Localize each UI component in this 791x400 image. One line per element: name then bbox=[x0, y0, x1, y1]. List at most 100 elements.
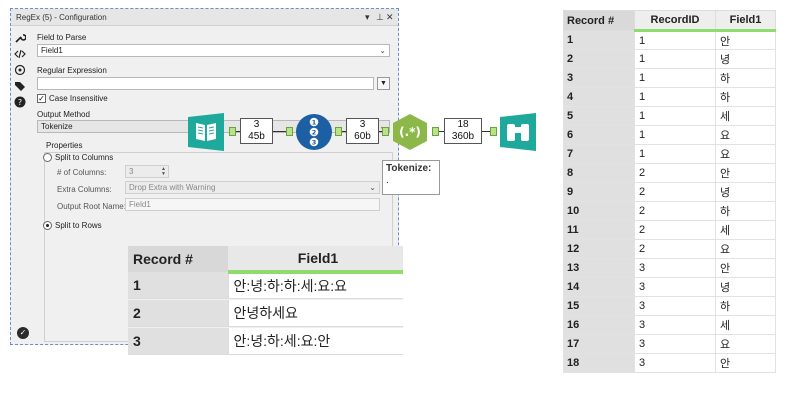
field1-cell[interactable]: 녕 bbox=[715, 49, 776, 69]
recordid-cell[interactable]: 1 bbox=[634, 68, 716, 88]
recordid-cell[interactable]: 3 bbox=[634, 258, 716, 278]
record-id-tool[interactable]: 1 2 3 bbox=[296, 113, 332, 151]
field1-cell[interactable]: 요 bbox=[715, 144, 776, 164]
annotation-icon[interactable] bbox=[14, 64, 26, 76]
browse-tool[interactable] bbox=[500, 113, 536, 151]
regex-input[interactable] bbox=[37, 77, 374, 90]
recordid-cell[interactable]: 1 bbox=[634, 49, 716, 69]
field1-cell[interactable]: 녕 bbox=[715, 277, 776, 297]
pin-icon[interactable]: ⊥ bbox=[376, 12, 384, 22]
record-number-cell[interactable]: 12 bbox=[563, 239, 635, 259]
wrench-icon[interactable] bbox=[14, 32, 27, 44]
results-header-recordid[interactable]: RecordID bbox=[634, 10, 716, 32]
record-number-cell[interactable]: 11 bbox=[563, 220, 635, 240]
recordid-cell[interactable]: 2 bbox=[634, 201, 716, 221]
field1-cell[interactable]: 녕 bbox=[715, 182, 776, 202]
recordid-cell[interactable]: 2 bbox=[634, 239, 716, 259]
field1-cell[interactable]: 요 bbox=[715, 334, 776, 354]
input-anchor[interactable] bbox=[382, 127, 389, 136]
record-number-cell[interactable]: 5 bbox=[563, 106, 635, 126]
input-anchor[interactable] bbox=[286, 127, 293, 136]
recordid-cell[interactable]: 1 bbox=[634, 30, 716, 50]
input-anchor[interactable] bbox=[490, 127, 497, 136]
extra-columns-select[interactable]: Drop Extra with Warning ⌄ bbox=[125, 181, 380, 194]
recordid-cell[interactable]: 3 bbox=[634, 277, 716, 297]
recordid-cell[interactable]: 3 bbox=[634, 353, 716, 373]
output-root-name-input[interactable]: Field1 bbox=[125, 198, 380, 211]
field1-cell[interactable]: 하 bbox=[715, 201, 776, 221]
field1-cell[interactable]: 안 bbox=[715, 30, 776, 50]
recordid-cell[interactable]: 3 bbox=[634, 315, 716, 335]
field1-cell[interactable]: 요 bbox=[715, 239, 776, 259]
field1-cell[interactable]: 안 bbox=[715, 163, 776, 183]
split-to-columns-radio[interactable] bbox=[43, 153, 52, 162]
field1-cell[interactable]: 하 bbox=[715, 87, 776, 107]
record-number-cell[interactable]: 14 bbox=[563, 277, 635, 297]
record-number-cell[interactable]: 18 bbox=[563, 353, 635, 373]
input-data-tool[interactable] bbox=[188, 113, 224, 151]
close-icon[interactable]: ✕ bbox=[386, 12, 394, 22]
help-icon[interactable]: ? bbox=[14, 96, 26, 108]
record-number-cell[interactable]: 13 bbox=[563, 258, 635, 278]
record-number-cell[interactable]: 15 bbox=[563, 296, 635, 316]
field1-cell[interactable]: 하 bbox=[715, 296, 776, 316]
record-number-cell[interactable]: 9 bbox=[563, 182, 635, 202]
output-anchor[interactable] bbox=[335, 127, 342, 136]
record-number-cell[interactable]: 8 bbox=[563, 163, 635, 183]
num-columns-stepper[interactable]: 3 ▲▼ bbox=[125, 165, 169, 178]
field1-cell[interactable]: 안 bbox=[715, 353, 776, 373]
field1-cell[interactable]: 요 bbox=[715, 125, 776, 145]
recordid-cell[interactable]: 1 bbox=[634, 144, 716, 164]
tag-icon[interactable] bbox=[14, 80, 26, 92]
case-insensitive-checkbox[interactable]: ✓ bbox=[37, 94, 46, 103]
regex-insert-button[interactable]: ▼ bbox=[377, 77, 390, 90]
recordid-cell[interactable]: 2 bbox=[634, 163, 716, 183]
record-number-cell[interactable]: 16 bbox=[563, 315, 635, 335]
field1-cell[interactable]: 세 bbox=[715, 106, 776, 126]
record-number-cell[interactable]: 6 bbox=[563, 125, 635, 145]
recordid-cell[interactable]: 3 bbox=[634, 334, 716, 354]
results-header-record[interactable]: Record # bbox=[563, 10, 635, 31]
regex-tool[interactable]: (.*) bbox=[391, 113, 427, 151]
record-number-cell[interactable]: 2 bbox=[563, 49, 635, 69]
field1-cell[interactable]: 세 bbox=[715, 220, 776, 240]
recordid-cell[interactable]: 1 bbox=[634, 87, 716, 107]
field1-cell[interactable]: 하 bbox=[715, 68, 776, 88]
output-anchor[interactable] bbox=[432, 127, 439, 136]
recordid-cell[interactable]: 3 bbox=[634, 296, 716, 316]
recordid-cell[interactable]: 1 bbox=[634, 125, 716, 145]
record-number-cell[interactable]: 7 bbox=[563, 144, 635, 164]
record-number-cell[interactable]: 10 bbox=[563, 201, 635, 221]
split-to-rows-radio[interactable] bbox=[43, 221, 52, 230]
recordid-cell[interactable]: 1 bbox=[634, 106, 716, 126]
field-to-parse-select[interactable]: Field1 ⌄ bbox=[37, 44, 390, 57]
code-icon[interactable] bbox=[14, 48, 26, 60]
recordid-cell[interactable]: 2 bbox=[634, 220, 716, 240]
record-number-cell[interactable]: 3 bbox=[563, 68, 635, 88]
panel-menu-icon[interactable]: ▾ bbox=[365, 12, 370, 22]
record-number-cell[interactable]: 1 bbox=[563, 30, 635, 50]
recordid-cell[interactable]: 2 bbox=[634, 182, 716, 202]
record-number-cell[interactable]: 17 bbox=[563, 334, 635, 354]
record-number-cell[interactable]: 4 bbox=[563, 87, 635, 107]
results-header-field1[interactable]: Field1 bbox=[715, 10, 776, 32]
output-anchor[interactable] bbox=[229, 127, 236, 136]
